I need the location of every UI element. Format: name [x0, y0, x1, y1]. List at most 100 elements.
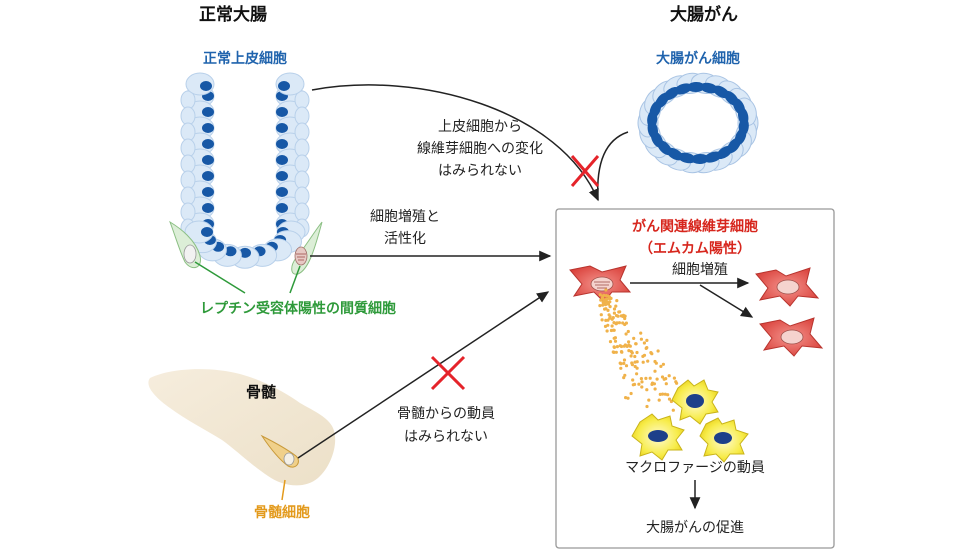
factor-dot: [629, 349, 633, 354]
factor-dot: [646, 359, 650, 363]
factor-dot: [635, 366, 639, 370]
factor-dot: [649, 351, 653, 355]
epithelial-cell-edge: [294, 122, 310, 142]
factor-dot: [626, 329, 630, 334]
factor-dot: [607, 313, 611, 317]
factor-dot: [671, 408, 675, 412]
cancer-nucleus: [690, 153, 709, 164]
factor-dot: [619, 314, 624, 318]
epithelial-cell-edge: [294, 106, 310, 126]
note-no-transition-line1: 上皮細胞から: [438, 119, 522, 135]
factor-dot: [613, 339, 618, 343]
factor-dot: [614, 321, 618, 326]
factor-dot: [639, 377, 644, 381]
epithelial-cell-edge: [294, 202, 310, 222]
factor-dot: [601, 303, 605, 307]
factor-dot: [624, 364, 629, 368]
factor-dot: [622, 358, 627, 362]
epithelial-nucleus: [202, 171, 214, 181]
factor-dot: [655, 377, 659, 381]
factor-dot: [641, 354, 645, 358]
factor-dot: [642, 341, 647, 345]
bone-marrow-shape: [148, 369, 336, 486]
factor-dot: [667, 397, 672, 401]
factor-dot: [675, 381, 679, 385]
header-colon-cancer: 大腸がん: [670, 4, 738, 25]
note-no-mobilization-line2: はみられない: [404, 429, 488, 445]
note-proliferation-line1: 細胞増殖と: [370, 208, 440, 225]
factor-dot: [604, 294, 608, 298]
factor-dot: [672, 376, 677, 380]
factor-dot: [615, 314, 619, 318]
epithelial-cell-edge: [180, 106, 196, 126]
label-bone-marrow-cell: 骨髄細胞: [254, 504, 310, 521]
factor-dot: [624, 396, 628, 400]
factor-dot: [614, 304, 618, 308]
epithelial-cell-edge: [180, 170, 196, 190]
epithelial-nucleus: [200, 81, 212, 91]
factor-dot: [660, 375, 665, 379]
factor-dot: [603, 303, 608, 307]
factor-dot: [653, 359, 657, 364]
factor-dot: [631, 378, 635, 382]
factor-dot: [626, 396, 630, 400]
label-bone-marrow: 骨髄: [246, 383, 277, 401]
factor-dot: [606, 318, 610, 322]
factor-dot: [645, 338, 649, 342]
note-no-mobilization-line1: 骨髄からの動員: [397, 406, 495, 422]
factor-dot: [622, 376, 626, 380]
epithelial-nucleus: [276, 187, 288, 197]
factor-dot: [635, 350, 639, 355]
leptin-stromal-cell-right: [291, 221, 323, 275]
factor-dot: [622, 361, 626, 365]
factor-dot: [650, 382, 654, 386]
factor-dot: [610, 324, 614, 328]
label-cancer-cells: 大腸がん細胞: [656, 50, 740, 67]
factor-dot: [664, 382, 668, 386]
factor-dot: [622, 344, 626, 348]
factor-dot: [627, 349, 631, 353]
macrophage-3: [699, 417, 749, 463]
cross-icon-mobilization: [430, 355, 466, 391]
epithelial-cell-edge: [180, 186, 196, 206]
epithelial-cell-edge: [294, 154, 310, 174]
epithelial-nucleus: [239, 247, 251, 258]
secreted-factors: [598, 288, 695, 412]
factor-dot: [614, 350, 618, 354]
organoid-lumen: [674, 105, 722, 141]
epithelial-nucleus: [276, 171, 288, 181]
factor-dot: [667, 374, 671, 378]
factor-dot: [634, 342, 638, 346]
factor-dot: [599, 313, 603, 317]
factor-dot: [632, 336, 636, 340]
caf-title-line1: がん関連線維芽細胞: [632, 218, 758, 235]
factor-dot: [598, 293, 602, 297]
factor-dot: [666, 393, 670, 397]
factor-dot: [663, 392, 667, 396]
factor-dot: [615, 299, 619, 303]
factor-dot: [647, 398, 651, 402]
bone-cell-pointer: [281, 479, 286, 501]
header-normal-colon: 正常大腸: [199, 4, 267, 25]
epithelial-cell-edge: [180, 202, 196, 222]
epithelial-cell-edge: [180, 138, 196, 158]
caf-cell-daughter-1: [755, 267, 820, 307]
stromal-pointer-right: [289, 265, 301, 294]
factor-dot: [656, 349, 660, 353]
epithelial-nucleus: [276, 123, 288, 133]
factor-dot: [641, 360, 645, 364]
factor-dot: [604, 288, 608, 292]
epithelial-cell-edge: [294, 138, 310, 158]
arrow-epithelium-to-caf: [311, 84, 599, 202]
label-caf-proliferation: 細胞増殖: [672, 261, 728, 278]
factor-dot: [635, 360, 639, 364]
cross-icon-transition: [570, 155, 600, 187]
factor-dot: [619, 344, 624, 349]
factor-dot: [627, 340, 631, 344]
factor-dot: [603, 324, 608, 328]
label-macrophage-recruitment: マクロファージの動員: [625, 460, 765, 476]
epithelial-cell-edge: [294, 186, 310, 206]
epithelial-cell-edge: [180, 122, 196, 142]
